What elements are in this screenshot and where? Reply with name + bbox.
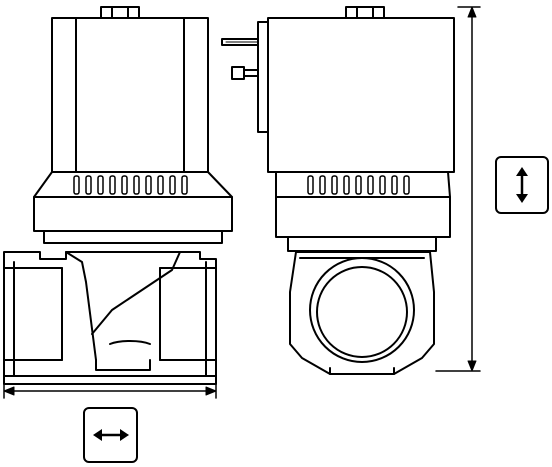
side-collar-slot xyxy=(319,175,326,195)
side-connector-terminals xyxy=(221,38,261,80)
side-port-outer xyxy=(309,257,415,363)
height-dimension-line xyxy=(435,6,481,372)
front-collar-slot xyxy=(97,175,104,195)
front-collar-slot xyxy=(121,175,128,195)
front-slotted-collar xyxy=(33,171,233,198)
side-collar-slot xyxy=(403,175,410,195)
side-coil-housing xyxy=(267,17,455,173)
height-dimension-badge[interactable] xyxy=(495,156,549,214)
side-valve-body xyxy=(289,251,435,375)
front-collar-slot xyxy=(157,175,164,195)
front-collar-slot xyxy=(73,175,80,195)
side-collar-slot xyxy=(343,175,350,195)
side-collar-slot xyxy=(367,175,374,195)
side-slotted-collar xyxy=(275,171,451,198)
side-collar-slot xyxy=(391,175,398,195)
width-dimension-line xyxy=(3,375,217,399)
side-collar-slot xyxy=(379,175,386,195)
front-view xyxy=(3,6,233,385)
front-base-block xyxy=(33,196,233,244)
side-view xyxy=(221,6,455,375)
front-collar-slot xyxy=(85,175,92,195)
front-collar-slot xyxy=(109,175,116,195)
width-dimension-badge[interactable] xyxy=(83,407,138,463)
front-top-nut xyxy=(100,6,140,20)
front-collar-slot xyxy=(169,175,176,195)
side-base-block xyxy=(275,196,451,252)
front-collar-slot xyxy=(133,175,140,195)
side-collar-slot xyxy=(331,175,338,195)
side-collar-slot xyxy=(355,175,362,195)
side-collar-slot xyxy=(307,175,314,195)
vertical-double-arrow-icon xyxy=(516,167,528,203)
horizontal-double-arrow-icon xyxy=(92,429,129,441)
front-valve-body xyxy=(3,251,217,385)
front-coil-housing xyxy=(51,17,209,173)
front-collar-slot xyxy=(145,175,152,195)
side-port-inner xyxy=(316,266,408,358)
front-collar-slot xyxy=(181,175,188,195)
